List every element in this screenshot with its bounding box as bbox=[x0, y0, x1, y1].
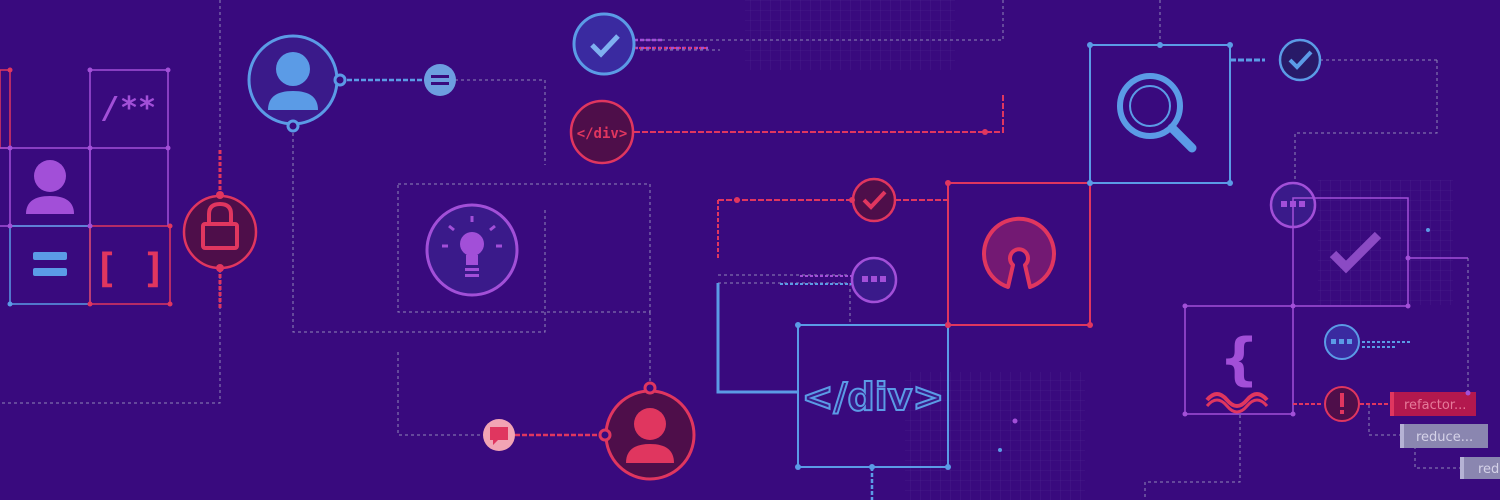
check-node-blue bbox=[572, 12, 708, 76]
equals-badge-icon bbox=[424, 64, 456, 96]
dashed-connectors bbox=[0, 0, 1469, 500]
tag-red-partial-label: red bbox=[1478, 462, 1499, 477]
equals-icon-left bbox=[33, 252, 67, 276]
grid-panel-bottom bbox=[905, 372, 1085, 500]
decorative-dots bbox=[998, 390, 1471, 452]
search-panel bbox=[1087, 42, 1265, 186]
check-node-red bbox=[717, 177, 948, 260]
code-array-token: [ ] bbox=[94, 246, 166, 292]
magnifier-icon bbox=[1117, 73, 1197, 153]
div-small-label: </div> bbox=[577, 126, 628, 142]
alert-node bbox=[1293, 386, 1392, 422]
tag-reduce bbox=[1400, 424, 1488, 448]
user-node-red bbox=[515, 381, 696, 481]
check-panel-right bbox=[1292, 197, 1468, 309]
code-comment-token: /** bbox=[102, 91, 156, 126]
ellipsis-node-blue bbox=[1324, 324, 1410, 360]
svg-text:{: { bbox=[1219, 327, 1259, 392]
left-module-grid bbox=[0, 67, 173, 307]
curly-brace-panel: { bbox=[1182, 303, 1296, 417]
div-panel bbox=[716, 283, 951, 500]
grid-panel-top bbox=[745, 0, 955, 70]
tag-red-partial bbox=[1460, 457, 1500, 479]
open-source-panel bbox=[945, 180, 1093, 328]
lightbulb-icon bbox=[442, 216, 502, 277]
lock-icon bbox=[201, 201, 239, 250]
tag-refactor-label: refactor... bbox=[1404, 398, 1466, 413]
ellipsis-node-purple bbox=[780, 256, 898, 304]
checkmark-icon-blue bbox=[590, 34, 620, 58]
check-node-top-right bbox=[1278, 38, 1322, 82]
lock-node bbox=[182, 150, 258, 310]
checkmark-icon-red bbox=[862, 190, 887, 210]
div-node-red bbox=[569, 95, 1004, 165]
user-icon-left bbox=[26, 160, 74, 214]
grid-panel-right bbox=[1318, 180, 1453, 305]
user-node-blue bbox=[247, 34, 425, 133]
chat-bubble-icon bbox=[483, 419, 515, 451]
div-large-label: </div> bbox=[802, 375, 945, 419]
tag-refactor bbox=[1390, 392, 1476, 416]
tag-reduce-label: reduce... bbox=[1416, 430, 1473, 445]
open-source-icon bbox=[982, 216, 1056, 289]
